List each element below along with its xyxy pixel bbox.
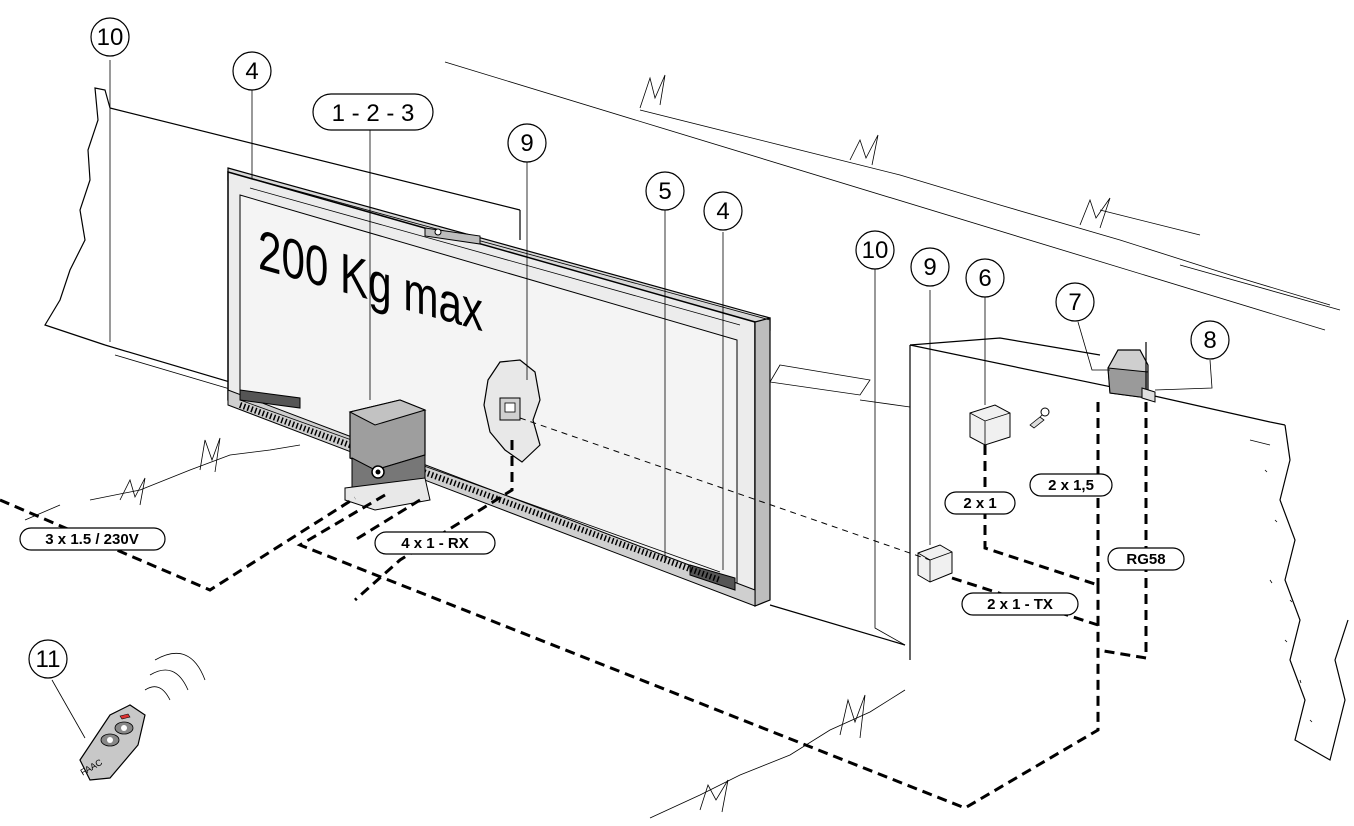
- cable-label-rx: 4 x 1 - RX: [374, 531, 496, 555]
- cable-label-mains: 3 x 1.5 / 230V: [19, 527, 166, 551]
- callout-4-left: 4: [232, 51, 272, 91]
- callout-9-wall: 9: [910, 247, 950, 287]
- svg-text:5: 5: [658, 178, 671, 205]
- photocell-receiver: [483, 359, 541, 463]
- photocell-transmitter: [917, 544, 953, 583]
- svg-text:6: 6: [978, 265, 991, 292]
- svg-text:11: 11: [36, 646, 61, 673]
- svg-text:2 x 1 - TX: 2 x 1 - TX: [987, 596, 1053, 613]
- gate-motor-unit: [344, 399, 431, 511]
- svg-text:2 x 1: 2 x 1: [963, 495, 996, 512]
- svg-text:3 x 1.5 / 230V: 3 x 1.5 / 230V: [45, 531, 138, 548]
- antenna: [1141, 342, 1156, 403]
- callout-8: 8: [1190, 320, 1230, 360]
- svg-text:4: 4: [716, 198, 729, 225]
- callout-1-2-3: 1 - 2 - 3: [312, 93, 434, 131]
- svg-text:8: 8: [1203, 327, 1216, 354]
- remote-control: FAAC: [79, 652, 206, 781]
- callout-markers: 10 4 1 - 2 - 3 9 5 4 10 9: [28, 17, 1230, 679]
- svg-text:9: 9: [520, 130, 533, 157]
- cable-labels: 3 x 1.5 / 230V 4 x 1 - RX 2 x 1 2 x 1,5 …: [19, 473, 1185, 616]
- callout-11: 11: [28, 639, 68, 679]
- svg-text:10: 10: [862, 237, 889, 264]
- svg-text:10: 10: [97, 24, 124, 51]
- flashing-lamp: [1107, 349, 1149, 399]
- callout-10-right: 10: [855, 230, 895, 270]
- cable-label-antenna: RG58: [1107, 547, 1185, 571]
- callout-6: 6: [965, 258, 1005, 298]
- callout-10-left: 10: [90, 17, 130, 57]
- cable-label-key-switch: 2 x 1: [944, 491, 1016, 515]
- svg-text:9: 9: [923, 254, 936, 281]
- cable-label-tx: 2 x 1 - TX: [961, 592, 1079, 616]
- callout-9-gate: 9: [507, 123, 547, 163]
- svg-text:RG58: RG58: [1126, 551, 1165, 568]
- svg-text:4: 4: [245, 58, 258, 85]
- svg-text:4 x 1 - RX: 4 x 1 - RX: [401, 535, 469, 552]
- svg-text:2 x 1,5: 2 x 1,5: [1048, 477, 1094, 494]
- key-selector-switch: [969, 404, 1050, 446]
- cable-label-lamp: 2 x 1,5: [1029, 473, 1113, 497]
- cable-routes: [0, 402, 1148, 810]
- callout-leaders: [51, 60, 1213, 739]
- callout-7: 7: [1055, 282, 1095, 322]
- svg-text:7: 7: [1068, 289, 1081, 316]
- callout-5: 5: [645, 171, 685, 211]
- callout-4-right: 4: [703, 191, 743, 231]
- svg-text:1 - 2 - 3: 1 - 2 - 3: [332, 100, 415, 127]
